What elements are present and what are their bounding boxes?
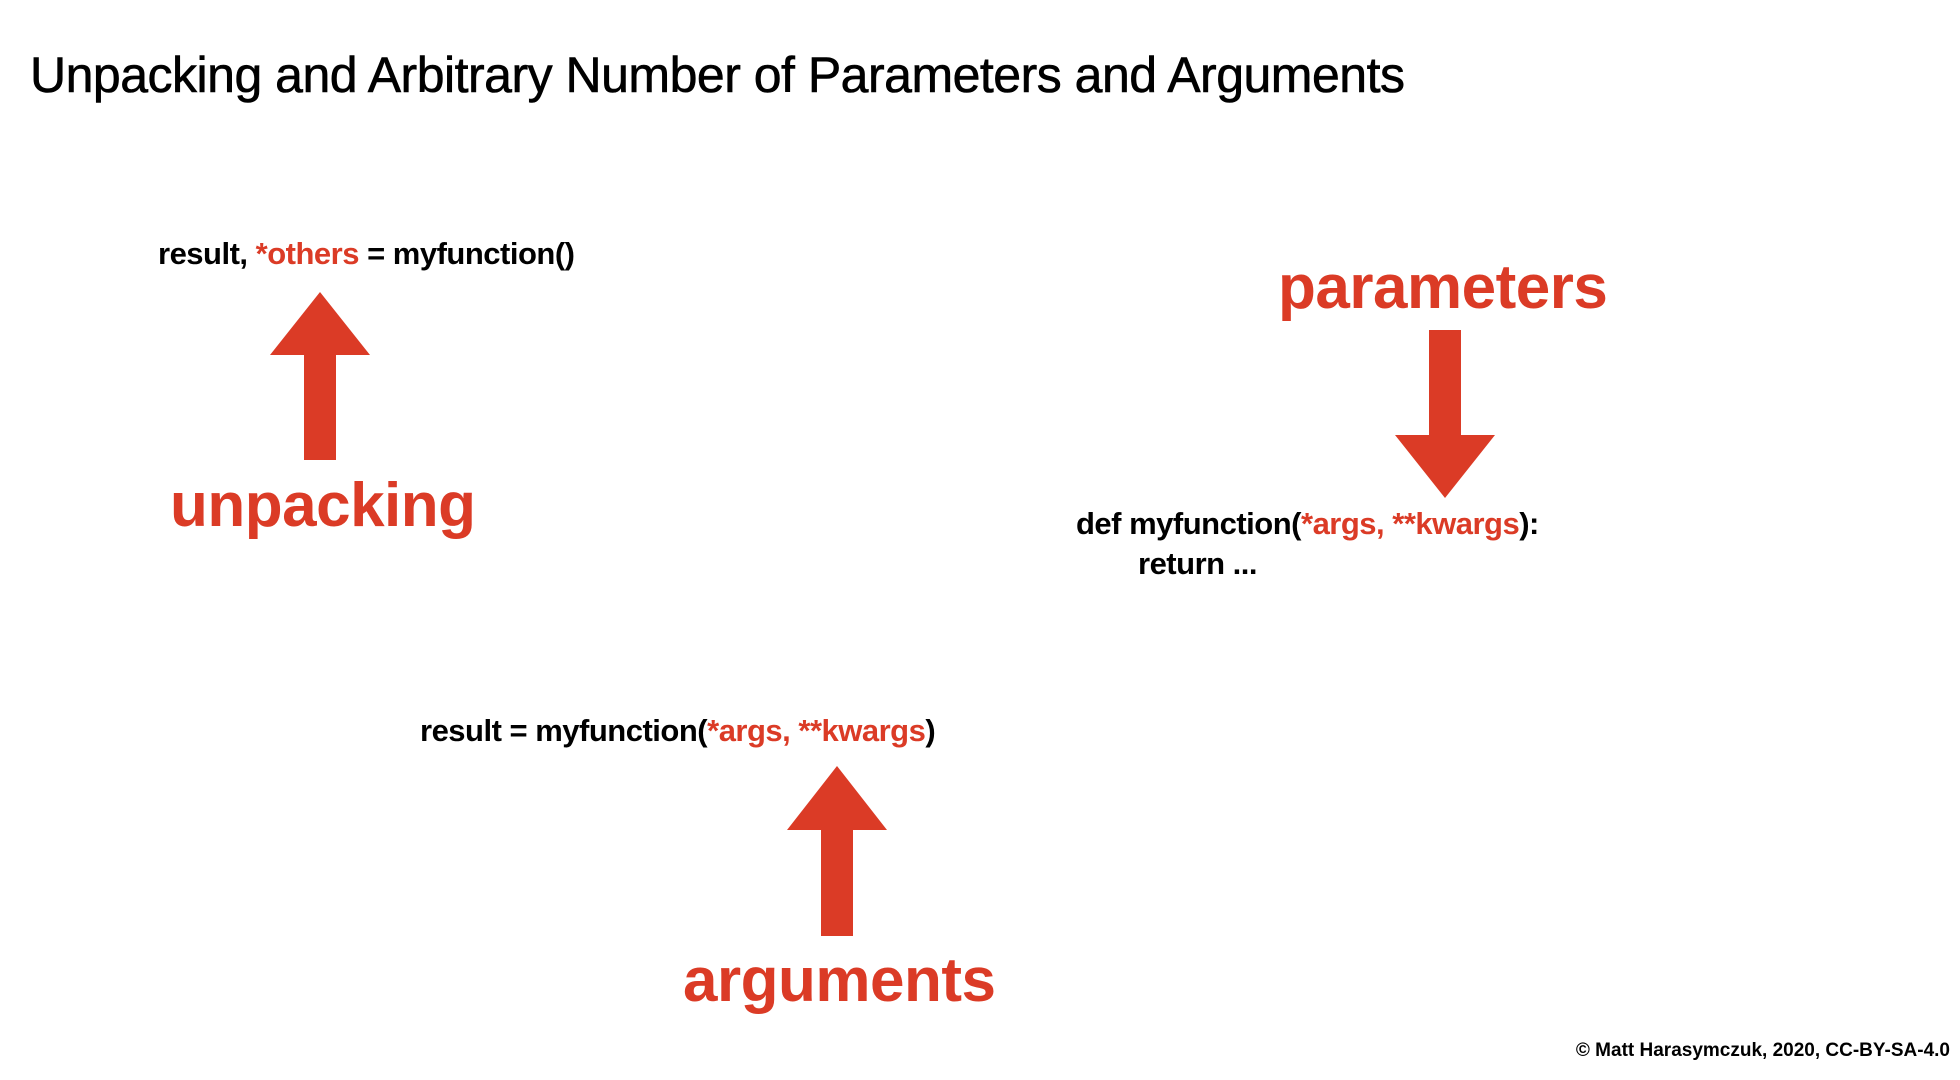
def-code-line: def myfunction(*args, **kwargs): [1076, 506, 1539, 542]
unpacking-label: unpacking [170, 471, 476, 540]
return-code-line: return ... [1138, 546, 1258, 581]
arguments-code: result = myfunction(*args, **kwargs) [420, 713, 936, 749]
slide-title: Unpacking and Arbitrary Number of Parame… [30, 47, 1406, 104]
code-suffix: ) [925, 713, 936, 748]
code-highlight: *args, **kwargs [707, 713, 926, 748]
code-highlight: *args, **kwargs [1301, 506, 1520, 541]
code-suffix: = myfunction() [358, 236, 575, 271]
arguments-label: arguments [683, 946, 996, 1015]
arrow-down-icon [1395, 330, 1495, 498]
code-prefix: result, [158, 236, 256, 271]
unpacking-code: result, *others = myfunction() [158, 236, 575, 272]
code-suffix: ): [1519, 506, 1539, 541]
parameters-label: parameters [1278, 253, 1608, 322]
code-prefix: result = myfunction( [420, 713, 708, 748]
code-highlight: *others [255, 236, 360, 271]
arrow-up-icon [270, 292, 370, 460]
arrow-up-icon [787, 766, 887, 936]
copyright-notice: © Matt Harasymczuk, 2020, CC-BY-SA-4.0 [1575, 1040, 1950, 1061]
code-prefix: def myfunction( [1076, 506, 1302, 541]
